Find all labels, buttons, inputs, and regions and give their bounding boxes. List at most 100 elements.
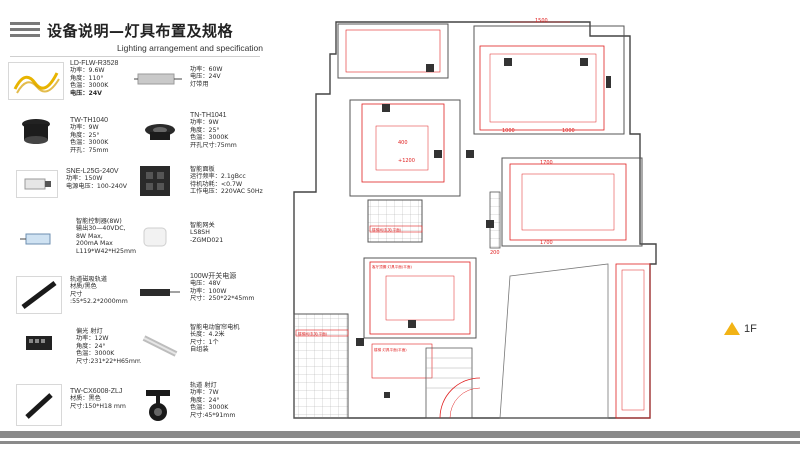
spec-line: 尺寸 — [70, 290, 83, 298]
spec-line: 角度：24° — [190, 396, 220, 404]
title-divider — [10, 56, 260, 57]
spec-line: 智能面板 — [190, 166, 215, 173]
spec-line: 200mA Max — [76, 240, 113, 248]
spec-tn-th1041: TN-TH1041 功率：9W 角度：25° 色温：3000K 开孔尺寸:75m… — [190, 112, 237, 149]
downlight-tw-th1040-image — [16, 114, 56, 148]
track-light-tw-cx6008-image — [16, 384, 62, 426]
smart-gateway-image — [140, 224, 170, 250]
spec-line: 尺寸：1个 — [190, 338, 219, 346]
spec-line: 智能网关 — [190, 222, 215, 229]
spec-line: 开孔：75mm — [70, 146, 109, 154]
spec-line: 输出30—40VDC, — [76, 225, 126, 233]
spec-line: 角度：25° — [190, 126, 220, 134]
spec-line: 角度：24° — [76, 342, 106, 350]
footer-thin-bar — [0, 441, 800, 444]
spec-flood-light: 偏光 射灯 功率：12W 角度：24° 色温：3000K 尺寸:231*22*H… — [76, 328, 141, 365]
spec-line: 待机功耗：<0.7W — [190, 180, 243, 188]
spec-line: 运行频率：2.1gBcc — [190, 173, 246, 181]
spec-line: 尺寸:45*91mm — [190, 411, 236, 419]
footer-bar — [0, 431, 800, 438]
smart-panel-image — [140, 166, 170, 196]
spec-line: -ZGMD021 — [190, 236, 224, 244]
room-label-a: 楼梯间/玄关(平面) — [372, 227, 402, 232]
spec-name: TW-TH1040 — [70, 117, 108, 124]
spec-line: 电压：24V — [190, 73, 221, 81]
spec-line: 功率：9W — [190, 119, 219, 127]
spec-line: 轨道 射灯 — [190, 382, 217, 389]
dim-1000-b: 1000 — [562, 128, 575, 134]
page-title: 设备说明—灯具布置及规格 — [47, 22, 234, 40]
rail-spot-image — [140, 384, 180, 424]
spec-name: TN-TH1041 — [190, 112, 227, 119]
spec-line: 长度：4.2米 — [190, 331, 225, 339]
spec-name: LD-FLW-R3528 — [70, 60, 119, 67]
spec-magnet-track: 轨道磁吸轨道 材质/黑色 尺寸 :55*52.2*2000mm — [70, 276, 128, 306]
spec-smart-panel: 智能面板 运行频率：2.1gBcc 待机功耗：<0.7W 工作电压：220VAC… — [190, 166, 263, 196]
spec-line: 工作电压：220VAC 50Hz — [190, 188, 263, 196]
dim-1700-b: 1700 — [540, 240, 553, 246]
spec-name: TW-CX6008-ZLJ — [70, 388, 123, 395]
spec-line: 功率：150W — [66, 175, 103, 183]
spec-line: 角度：110° — [70, 74, 104, 82]
spec-line: 尺寸：250*22*45mm — [190, 295, 255, 303]
driver-sne-image — [16, 170, 58, 198]
spec-curtain-motor: 智能电动窗帘电机 长度：4.2米 尺寸：1个 自组装 — [190, 324, 240, 354]
spec-line: 开孔尺寸:75mm — [190, 141, 237, 149]
spec-led-strip: LD-FLW-R3528 功率：9.6W 角度：110° 色温：3000K 电压… — [70, 60, 118, 97]
spec-line: L119*W42*H25mm — [76, 247, 137, 255]
spec-line: 灯带用 — [190, 80, 209, 88]
spec-line: 色温：3000K — [70, 82, 109, 90]
spec-line: 电压：48V — [190, 280, 221, 288]
spec-line: 色温：3000K — [70, 139, 109, 147]
spec-line: 角度：25° — [70, 131, 100, 139]
spec-line: LS8SH — [190, 229, 210, 237]
spec-line: 功率：12W — [76, 335, 109, 343]
spec-line: 功率：9.6W — [70, 67, 105, 75]
spec-tw-th1040: TW-TH1040 功率：9W 角度：25° 色温：3000K 开孔：75mm — [70, 117, 109, 154]
spec-line: 功率：60W — [190, 66, 223, 73]
lighting-floor-plan: 1500 1000 1000 400 +1200 1700 1700 楼梯间/玄… — [293, 18, 657, 419]
driver-60w-image — [134, 64, 182, 94]
spec-name: 100W开关电源 — [190, 273, 237, 280]
spec-rail-spot: 轨道 射灯 功率：7W 角度：24° 色温：3000K 尺寸:45*91mm — [190, 382, 235, 419]
spec-line: 材质/黑色 — [70, 283, 97, 291]
spec-line: 色温：3000K — [190, 404, 229, 412]
floor-label-text: 1F — [744, 322, 757, 335]
spec-line: :55*52.2*2000mm — [70, 298, 128, 306]
room-label-d: 楼梯 灯具平面(平面) — [374, 347, 407, 352]
curtain-motor-image — [140, 330, 182, 362]
magnet-track-image — [16, 276, 62, 314]
spec-line: 色温：3000K — [76, 350, 115, 358]
spec-sne-l25g: SNE-L25G-240V 功率：150W 电源电压：100-240V — [66, 168, 127, 190]
spec-line: 智能控制器(8W) — [76, 218, 122, 225]
spec-line: 功率：7W — [190, 389, 219, 397]
spec-line: 智能电动窗帘电机 — [190, 324, 240, 331]
page-subtitle: Lighting arrangement and specification — [117, 43, 264, 53]
spec-line: 色温：3000K — [190, 134, 229, 142]
led-strip-image — [8, 62, 64, 100]
flood-light-image — [20, 328, 60, 360]
spec-line: 功率：100W — [190, 287, 227, 295]
spec-line: 尺寸:231*22*H65mm — [76, 357, 141, 365]
spec-dimmer-driver: 智能控制器(8W) 输出30—40VDC, 8W Max, 200mA Max … — [76, 218, 136, 255]
dimmer-driver-image — [20, 228, 58, 250]
spec-smart-gateway: 智能网关 LS8SH -ZGMD021 — [190, 222, 223, 244]
spec-tw-cx6008: TW-CX6008-ZLJ 材质：黑色 尺寸:150*H18 mm — [70, 388, 126, 410]
spec-line: 自组装 — [190, 346, 209, 354]
floor-triangle-icon — [724, 322, 740, 335]
spec-line: 功率：9W — [70, 124, 99, 132]
spec-line: 材质：黑色 — [70, 395, 101, 403]
dim-1200: +1200 — [398, 158, 415, 164]
room-label-b: 楼梯间/玄关(平面) — [298, 331, 328, 336]
spec-driver-60w: 功率：60W 电压：24V 灯带用 — [190, 66, 223, 88]
psu-100w-image — [134, 282, 180, 304]
spec-line: 偏光 射灯 — [76, 328, 103, 335]
dim-200: 200 — [490, 250, 500, 256]
header-decor-bars — [10, 22, 40, 40]
spec-name: SNE-L25G-240V — [66, 168, 119, 175]
spec-line: 轨道磁吸轨道 — [70, 276, 108, 283]
dim-1700-a: 1700 — [540, 160, 553, 166]
spec-line: 8W Max, — [76, 232, 103, 240]
dim-1500: 1500 — [535, 18, 548, 24]
spec-psu-100w: 100W开关电源 电压：48V 功率：100W 尺寸：250*22*45mm — [190, 273, 254, 303]
